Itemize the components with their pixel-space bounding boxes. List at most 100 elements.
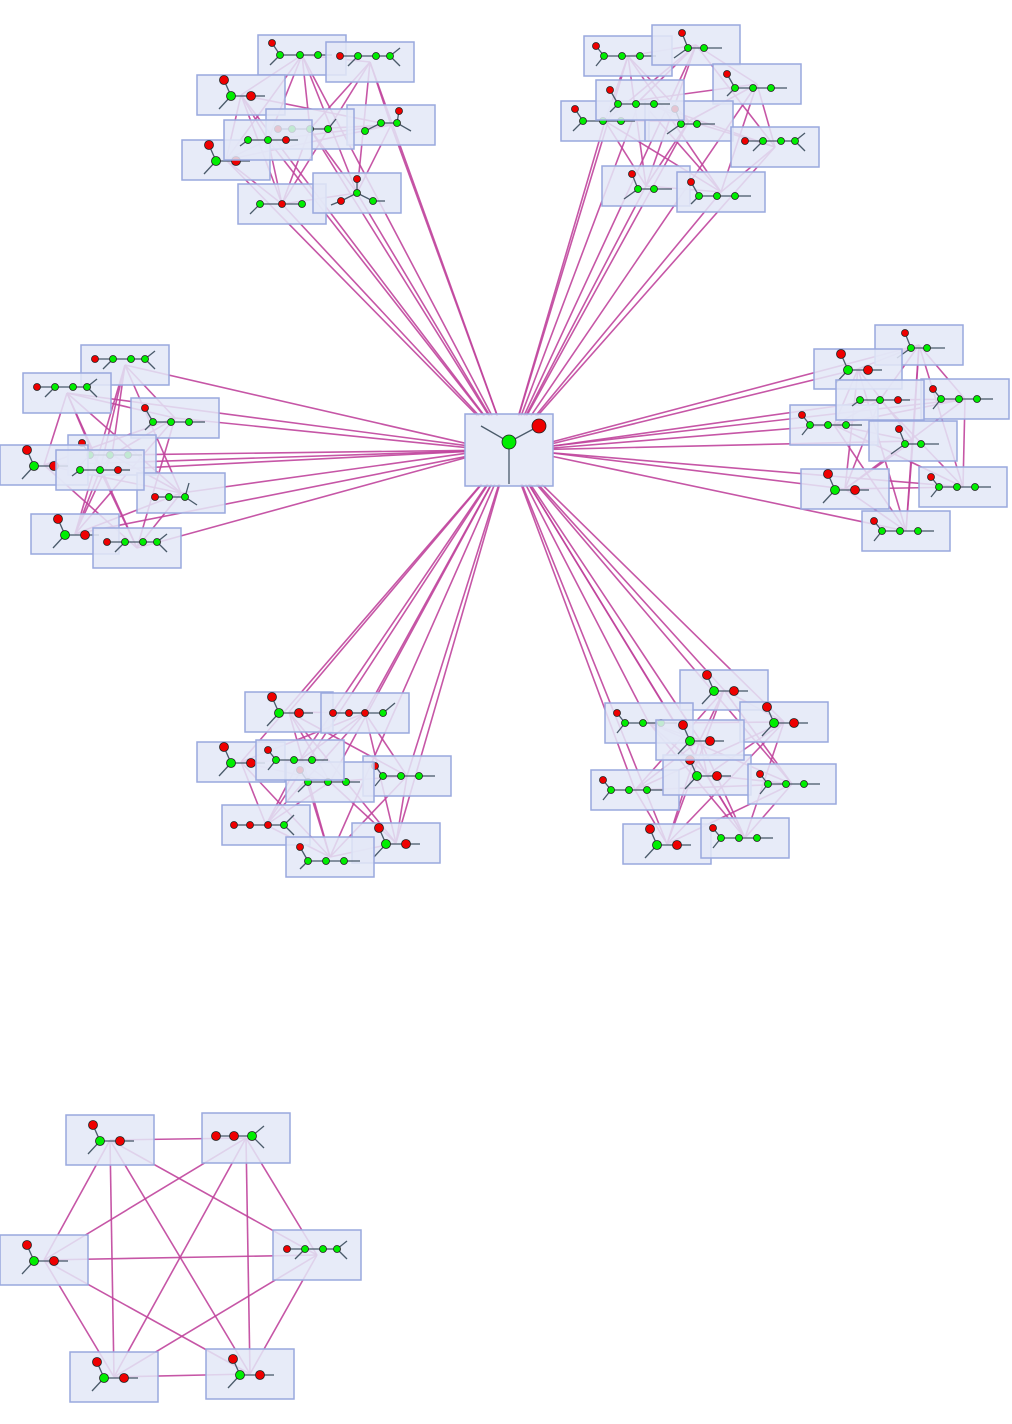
hub-edge	[552, 452, 846, 490]
green-atom	[579, 117, 587, 125]
node-box	[69, 1351, 159, 1403]
green-atom	[181, 493, 189, 501]
red-atom	[53, 514, 63, 524]
green-atom	[353, 189, 361, 197]
green-atom	[677, 120, 685, 128]
green-atom	[914, 527, 922, 535]
node-box	[622, 823, 712, 865]
green-atom	[301, 1245, 309, 1253]
green-atom	[96, 466, 104, 474]
green-atom	[235, 1370, 245, 1380]
node-box	[655, 719, 745, 761]
green-atom	[69, 383, 77, 391]
green-atom	[149, 418, 157, 426]
red-atom	[49, 1256, 59, 1266]
red-atom	[329, 709, 337, 717]
ring-edge	[43, 1254, 318, 1261]
green-atom	[876, 396, 884, 404]
molecule-node	[655, 719, 745, 761]
green-atom	[256, 200, 264, 208]
red-atom	[92, 1357, 102, 1367]
red-atom	[850, 485, 860, 495]
green-atom	[51, 383, 59, 391]
hub-edge	[524, 483, 650, 724]
molecule-node	[676, 171, 766, 213]
hub-edge	[520, 99, 641, 417]
green-atom	[76, 466, 84, 474]
molecule-node	[244, 691, 334, 733]
red-atom	[345, 709, 353, 717]
molecule-node	[835, 379, 925, 421]
node-box	[244, 691, 334, 733]
red-atom	[103, 538, 111, 546]
red-atom	[702, 670, 712, 680]
green-atom	[692, 771, 702, 781]
green-atom	[141, 355, 149, 363]
red-atom	[353, 175, 361, 183]
node-box	[0, 1234, 89, 1286]
green-atom	[600, 52, 608, 60]
molecule-node	[662, 754, 752, 796]
green-atom	[322, 857, 330, 865]
red-atom	[229, 1131, 239, 1141]
molecule-node	[285, 836, 375, 878]
red-atom	[705, 736, 715, 746]
green-atom	[636, 52, 644, 60]
green-atom	[695, 192, 703, 200]
red-atom	[628, 170, 636, 178]
green-atom	[767, 84, 775, 92]
green-atom	[280, 821, 288, 829]
node-box	[285, 836, 375, 878]
node-box	[868, 420, 958, 462]
green-atom	[907, 344, 915, 352]
molecule-node	[237, 183, 327, 225]
green-atom	[753, 834, 761, 842]
green-atom	[324, 125, 332, 133]
green-atom	[296, 51, 304, 59]
green-atom	[29, 461, 39, 471]
hub-node	[464, 413, 554, 487]
green-atom	[650, 185, 658, 193]
red-atom	[278, 200, 286, 208]
red-atom	[929, 385, 937, 393]
green-atom	[379, 772, 387, 780]
green-atom	[731, 192, 739, 200]
hub-edge	[552, 452, 964, 488]
molecule-node	[362, 755, 452, 797]
red-atom	[361, 709, 369, 717]
node-box	[595, 79, 685, 121]
red-atom	[678, 29, 686, 37]
red-atom	[836, 349, 846, 359]
ring-molecule-node	[0, 1234, 89, 1286]
red-atom	[712, 771, 722, 781]
green-atom	[953, 483, 961, 491]
red-atom	[219, 742, 229, 752]
green-atom	[684, 44, 692, 52]
molecule-node	[22, 372, 112, 414]
green-atom	[60, 530, 70, 540]
green-atom	[99, 1373, 109, 1383]
green-atom	[272, 756, 280, 764]
red-atom	[672, 840, 682, 850]
green-atom	[625, 786, 633, 794]
molecule-node	[136, 472, 226, 514]
green-atom	[607, 786, 615, 794]
green-atom	[693, 120, 701, 128]
green-atom	[830, 485, 840, 495]
green-atom	[109, 355, 117, 363]
molecule-node	[651, 24, 741, 66]
red-atom	[80, 530, 90, 540]
red-atom	[228, 1354, 238, 1364]
hub-edge	[111, 449, 466, 456]
ring-molecule-node	[65, 1114, 155, 1166]
green-atom	[372, 52, 380, 60]
red-atom	[729, 686, 739, 696]
node-box	[205, 1348, 295, 1400]
green-atom	[274, 708, 284, 718]
green-atom	[896, 527, 904, 535]
green-atom	[83, 383, 91, 391]
green-atom	[121, 538, 129, 546]
green-atom	[901, 440, 909, 448]
green-atom	[777, 137, 785, 145]
molecule-node	[346, 104, 436, 146]
